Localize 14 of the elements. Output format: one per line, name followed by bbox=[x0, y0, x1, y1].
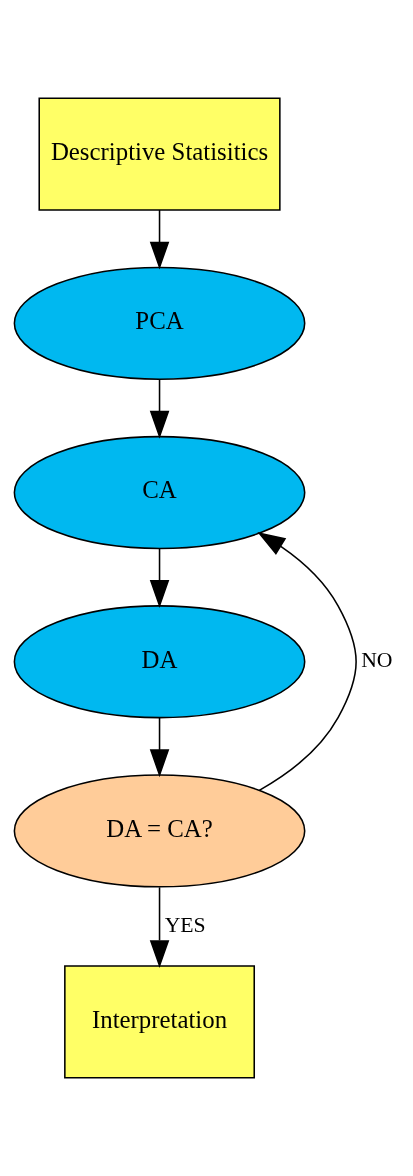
arrow bbox=[149, 716, 170, 778]
node-ellipse: DA bbox=[13, 605, 306, 719]
node-ellipse: PCA bbox=[13, 266, 306, 380]
arrow bbox=[149, 886, 170, 969]
edge-label: YES bbox=[164, 913, 206, 938]
node-ellipse: CA bbox=[13, 435, 306, 550]
arrow bbox=[257, 531, 357, 792]
arrow bbox=[149, 378, 170, 439]
arrow bbox=[149, 547, 170, 609]
arrow bbox=[149, 209, 170, 270]
node-box: Descriptive Statisitics bbox=[38, 97, 281, 211]
node-box: Interpretation bbox=[64, 965, 255, 1079]
edge-label: NO bbox=[361, 648, 393, 673]
node-ellipse: DA = CA? bbox=[13, 774, 306, 888]
